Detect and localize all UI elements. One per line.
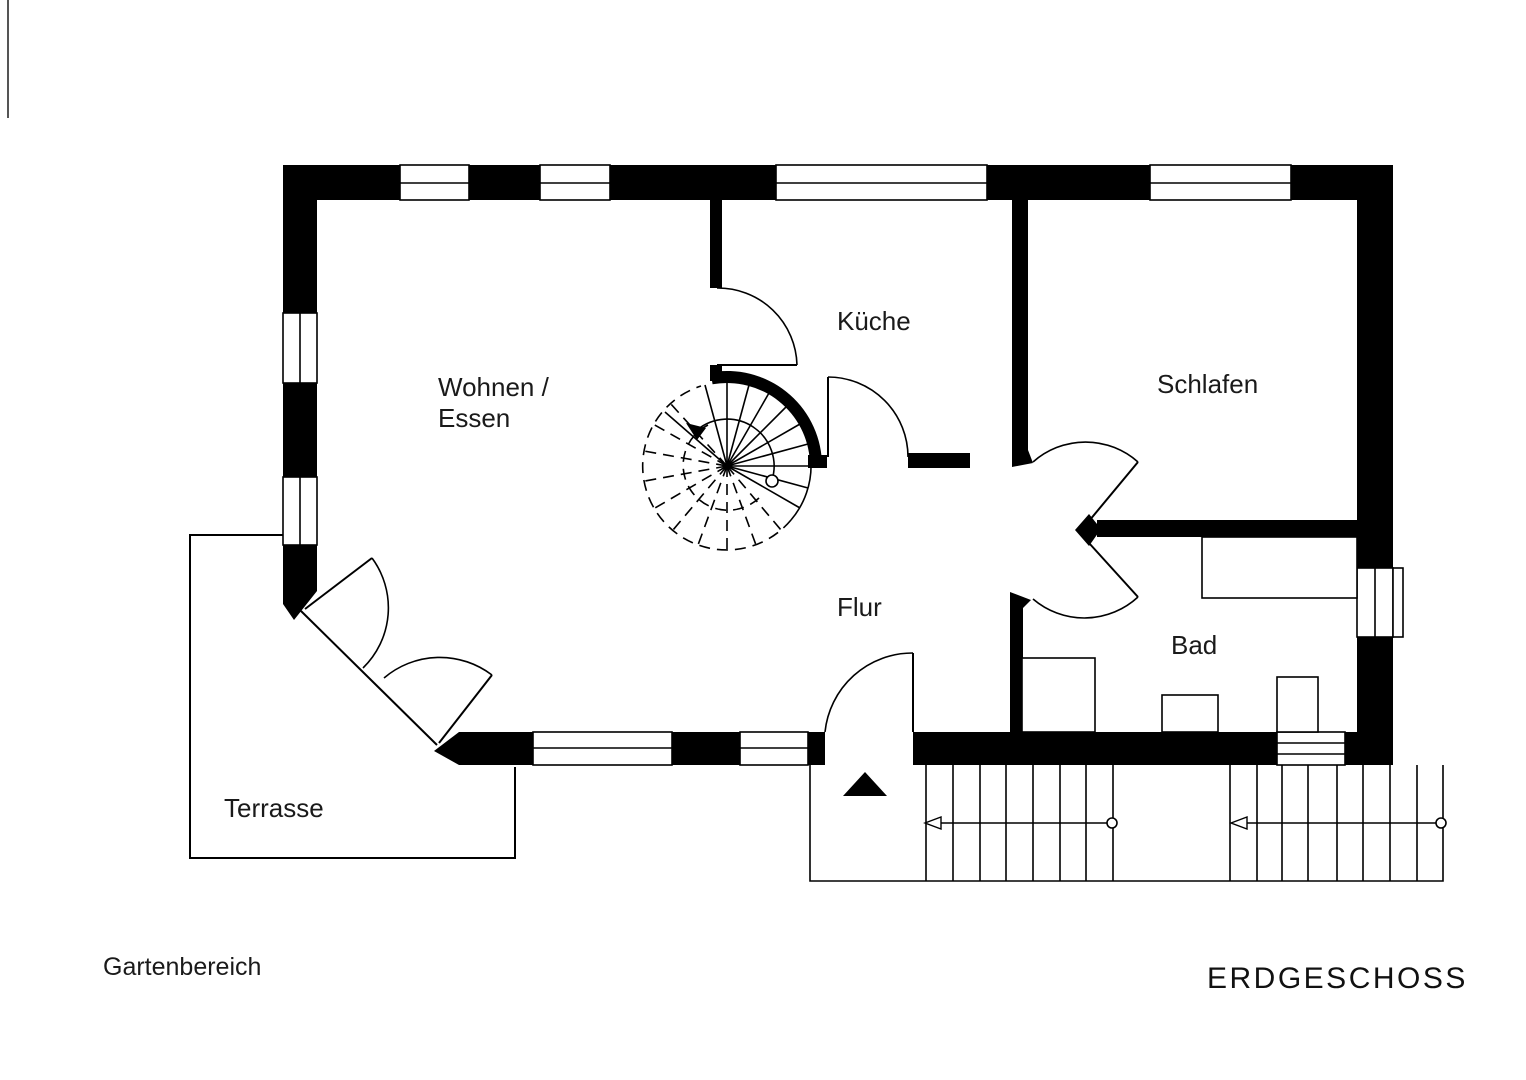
spiral-walkline-arrowhead <box>686 423 706 440</box>
spiral-stair-curved-wall <box>710 370 822 462</box>
toilet <box>1276 676 1319 733</box>
terrace-outline <box>189 534 516 859</box>
entrance-marker-triangle <box>843 772 887 796</box>
window-top-3 <box>775 164 988 201</box>
room-label-kueche: Küche <box>837 306 911 336</box>
windows <box>282 164 1404 766</box>
right-wall-segment <box>1357 165 1393 568</box>
bottom-wall-segment <box>808 732 825 765</box>
room-label-terrasse: Terrasse <box>224 793 324 823</box>
door-terrace-lower <box>383 656 493 744</box>
bottom-wall-segment <box>1345 732 1393 765</box>
left-wall-segment <box>283 165 317 313</box>
bottom-wall-segment <box>913 732 1277 765</box>
spiral-walkline-tail <box>664 411 728 467</box>
window-left-2 <box>282 476 318 546</box>
door-kitchen-lower <box>827 376 909 458</box>
window-bottom-3 <box>1276 731 1346 766</box>
room-label-flur: Flur <box>837 592 882 622</box>
sink <box>1161 694 1219 733</box>
left-wall-segment <box>283 383 317 477</box>
door-terrace-upper <box>304 557 390 669</box>
window-bottom-1 <box>532 731 673 766</box>
stair-flight-1-direction-arrow <box>923 815 1118 831</box>
window-top-2 <box>539 164 611 201</box>
floor-title: ERDGESCHOSS <box>1207 962 1468 995</box>
label-gartenbereich: Gartenbereich <box>103 953 261 981</box>
kitchen-bottom-wall <box>908 453 970 468</box>
bedroom-wall-tip <box>1012 450 1033 467</box>
diagonal-wall-line <box>300 610 438 746</box>
window-top-1 <box>399 164 470 201</box>
door-entrance <box>824 652 914 733</box>
room-label-schlafen: Schlafen <box>1157 369 1258 399</box>
window-bottom-2 <box>739 731 809 766</box>
spiral-inner-arc-dashed <box>682 424 760 512</box>
window-top-4 <box>1149 164 1292 201</box>
bottom-wall-segment <box>672 732 740 765</box>
bottom-wall-corner-wedge <box>434 732 533 765</box>
top-wall-segment <box>987 165 1150 200</box>
exterior-stairs <box>809 765 1447 882</box>
terrace-border <box>189 534 516 859</box>
bath-left-wall <box>1010 600 1023 732</box>
left-wall-corner-wedge <box>283 545 317 620</box>
spiral-treads-dashed <box>643 402 782 550</box>
door-bedroom <box>1032 441 1139 522</box>
door-post-diamond <box>1075 514 1101 546</box>
spiral-walkline-end-circle <box>765 474 779 488</box>
spiral-staircase <box>641 382 812 551</box>
window-left-1 <box>282 312 318 384</box>
doors <box>304 287 1139 744</box>
bedroom-bath-divider-wall <box>1097 520 1357 537</box>
window-right <box>1356 567 1404 638</box>
bathtub <box>1201 536 1358 599</box>
spiral-treads-solid <box>704 382 811 509</box>
spiral-outer-arc-solid <box>790 461 812 521</box>
top-wall-segment <box>469 165 540 200</box>
interior-walls <box>710 200 1357 732</box>
room-label-wohnen-essen-line2: Essen <box>438 403 510 433</box>
room-label-bad: Bad <box>1171 630 1217 660</box>
kitchen-door-jamb <box>808 455 827 468</box>
top-wall-segment <box>610 165 776 200</box>
room-label-wohnen-essen-line1: Wohnen / <box>438 372 550 402</box>
exterior-walls <box>283 165 1393 765</box>
stair-flight-2-direction-arrow <box>1229 815 1447 831</box>
labels: Wohnen / Essen Küche Schlafen Flur Bad T… <box>103 306 1468 995</box>
spiral-walkline <box>696 418 775 481</box>
door-bath <box>1032 542 1139 619</box>
spiral-outer-arc-dashed <box>641 385 792 551</box>
shower <box>1021 657 1096 733</box>
kitchen-left-wall <box>710 200 722 288</box>
bathroom-fixtures <box>1021 536 1358 733</box>
door-kitchen-upper <box>716 287 798 366</box>
bedroom-left-wall <box>1012 200 1028 452</box>
